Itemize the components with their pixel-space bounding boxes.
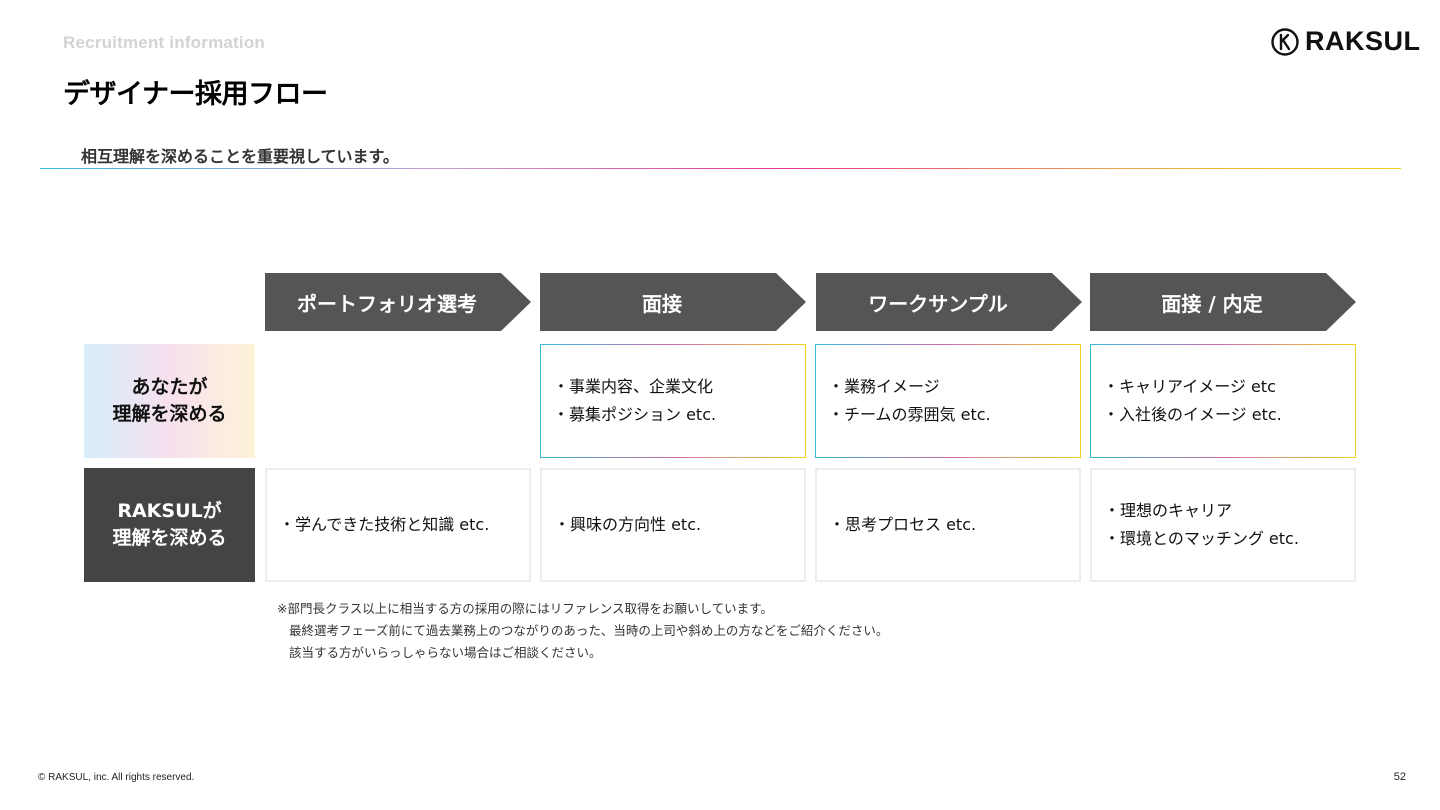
copyright: © RAKSUL, inc. All rights reserved. <box>38 772 195 783</box>
cell-item: ・興味の方向性 etc. <box>554 515 702 534</box>
cell-item: ・事業内容、企業文化 <box>553 377 714 396</box>
cell-item: ・業務イメージ <box>828 377 940 396</box>
row-header-line: 理解を深める <box>112 403 227 425</box>
note-line: 最終選考フェーズ前にて過去業務上のつながりのあった、当時の上司や斜め上の方などを… <box>289 623 889 638</box>
cell-item: ・思考プロセス etc. <box>829 515 977 534</box>
cell-item: ・環境とのマッチング etc. <box>1104 529 1299 548</box>
step-work-sample: ワークサンプル <box>816 273 1082 331</box>
note-line: ※部門長クラス以上に相当する方の採用の際にはリファレンス取得をお願いしています。 <box>277 601 773 616</box>
reference-note: ※部門長クラス以上に相当する方の採用の際にはリファレンス取得をお願いしています。… <box>277 598 888 664</box>
step-label: 面接 <box>642 291 682 316</box>
raksul-logo: RAKSUL <box>1271 26 1421 57</box>
cell-raksul-interview: ・興味の方向性 etc. <box>540 468 806 582</box>
cell-raksul-offer: ・理想のキャリア ・環境とのマッチング etc. <box>1090 468 1356 582</box>
step-interview-offer: 面接 / 内定 <box>1090 273 1356 331</box>
step-interview: 面接 <box>540 273 806 331</box>
cell-item: ・チームの雰囲気 etc. <box>828 405 991 424</box>
page-number: 52 <box>1393 771 1406 783</box>
cell-candidate-work-sample: ・業務イメージ ・チームの雰囲気 etc. <box>815 344 1081 458</box>
page-subtitle: 相互理解を深めることを重要視しています。 <box>81 147 399 166</box>
cell-raksul-work-sample: ・思考プロセス etc. <box>815 468 1081 582</box>
row-header-line: 理解を深める <box>112 527 227 549</box>
cell-item: ・理想のキャリア <box>1104 501 1233 520</box>
cell-item: ・キャリアイメージ etc <box>1103 377 1276 396</box>
step-label: 面接 / 内定 <box>1161 291 1263 316</box>
logo-wordmark: RAKSUL <box>1305 26 1421 56</box>
row-header-line: あなたが <box>131 376 208 398</box>
cell-item: ・入社後のイメージ etc. <box>1103 405 1282 424</box>
step-label: ポートフォリオ選考 <box>297 291 477 316</box>
step-label: ワークサンプル <box>868 291 1008 316</box>
row-header-raksul: RAKSULが 理解を深める <box>84 468 255 582</box>
row-header-line: RAKSULが <box>117 500 222 522</box>
raksul-logo-icon <box>1271 27 1299 56</box>
note-line: 該当する方がいらっしゃらない場合はご相談ください。 <box>289 645 602 660</box>
row-header-candidate: あなたが 理解を深める <box>84 344 255 458</box>
cell-raksul-portfolio: ・学んできた技術と知識 etc. <box>265 468 531 582</box>
gradient-divider <box>40 168 1401 169</box>
cell-candidate-offer: ・キャリアイメージ etc ・入社後のイメージ etc. <box>1090 344 1356 458</box>
cell-candidate-interview: ・事業内容、企業文化 ・募集ポジション etc. <box>540 344 806 458</box>
page-title: デザイナー採用フロー <box>63 79 328 110</box>
section-eyebrow: Recruitment information <box>63 33 266 52</box>
cell-item: ・募集ポジション etc. <box>553 405 717 424</box>
cell-item: ・学んできた技術と知識 etc. <box>279 515 490 534</box>
step-portfolio-review: ポートフォリオ選考 <box>265 273 531 331</box>
